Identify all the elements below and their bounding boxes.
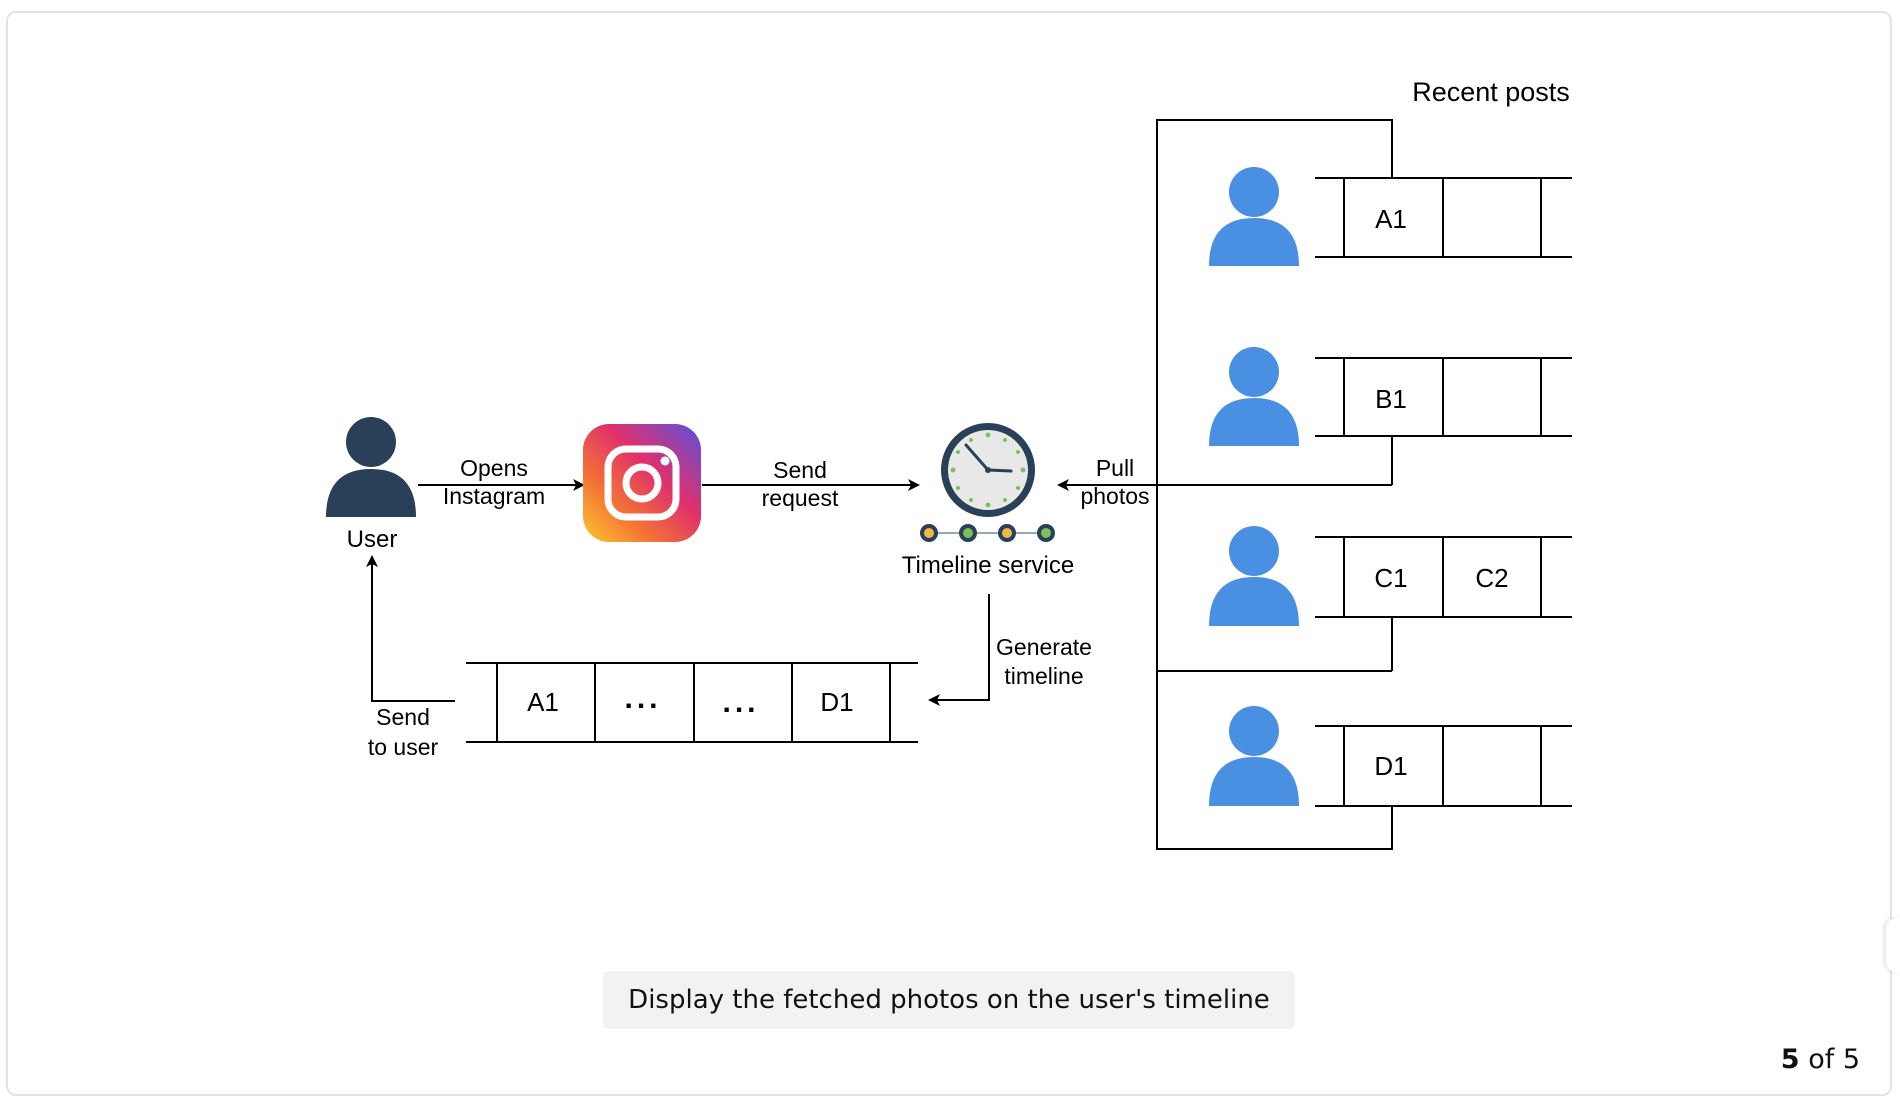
post-cell: B1	[1375, 384, 1407, 414]
send-to-user-label: Send	[376, 704, 430, 730]
pull-photos-label: photos	[1080, 483, 1149, 509]
send-request-label: Send	[773, 457, 827, 483]
timeline-cell: ...	[624, 682, 661, 715]
timeline-cell: ...	[722, 686, 759, 719]
post-cell: D1	[1374, 751, 1407, 781]
generate-timeline-label: timeline	[1004, 663, 1083, 689]
slide-caption: Display the fetched photos on the user's…	[603, 971, 1295, 1029]
post-queue	[1315, 357, 1572, 437]
followee-user-icon	[1209, 706, 1299, 806]
pull-photos-label: Pull	[1096, 455, 1134, 481]
recent-posts-label: Recent posts	[1412, 77, 1570, 107]
post-queue	[1315, 725, 1572, 807]
slide-frame	[6, 11, 1892, 1096]
post-cell: A1	[1375, 204, 1407, 234]
next-slide-handle[interactable]	[1886, 918, 1900, 972]
post-cell: C2	[1475, 563, 1508, 593]
send-to-user-arrow	[366, 555, 455, 702]
instagram-logo-icon	[583, 424, 701, 542]
followee-user-icon	[1209, 526, 1299, 626]
timeline-queue	[466, 662, 918, 743]
opens-instagram-label: Opens	[460, 455, 528, 481]
user-icon	[326, 417, 416, 517]
pager-separator: of	[1808, 1044, 1835, 1075]
followee-row-3: C1 C2	[1209, 526, 1572, 626]
send-to-user-label: to user	[368, 734, 439, 760]
timeline-cell: A1	[527, 687, 559, 717]
timeline-cell: D1	[820, 687, 853, 717]
post-cell: C1	[1374, 563, 1407, 593]
timeline-service-label: Timeline service	[902, 552, 1075, 579]
followee-row-2: B1	[1209, 347, 1572, 446]
followee-user-icon	[1209, 167, 1299, 266]
pager-total: 5	[1842, 1044, 1860, 1075]
user-label: User	[347, 526, 398, 553]
followee-row-4: D1	[1209, 706, 1572, 807]
generate-timeline-arrow	[928, 594, 990, 706]
pager-current: 5	[1780, 1044, 1800, 1075]
slide-pager: 5 of 5	[1781, 1044, 1860, 1075]
followee-user-icon	[1209, 347, 1299, 446]
generate-timeline-label: Generate	[996, 634, 1092, 660]
clock-icon	[920, 423, 1055, 542]
post-queue	[1315, 177, 1572, 258]
followee-row-1: A1	[1209, 167, 1572, 266]
opens-instagram-label: Instagram	[443, 483, 545, 509]
post-queue	[1315, 536, 1572, 618]
send-request-label: request	[762, 485, 839, 511]
